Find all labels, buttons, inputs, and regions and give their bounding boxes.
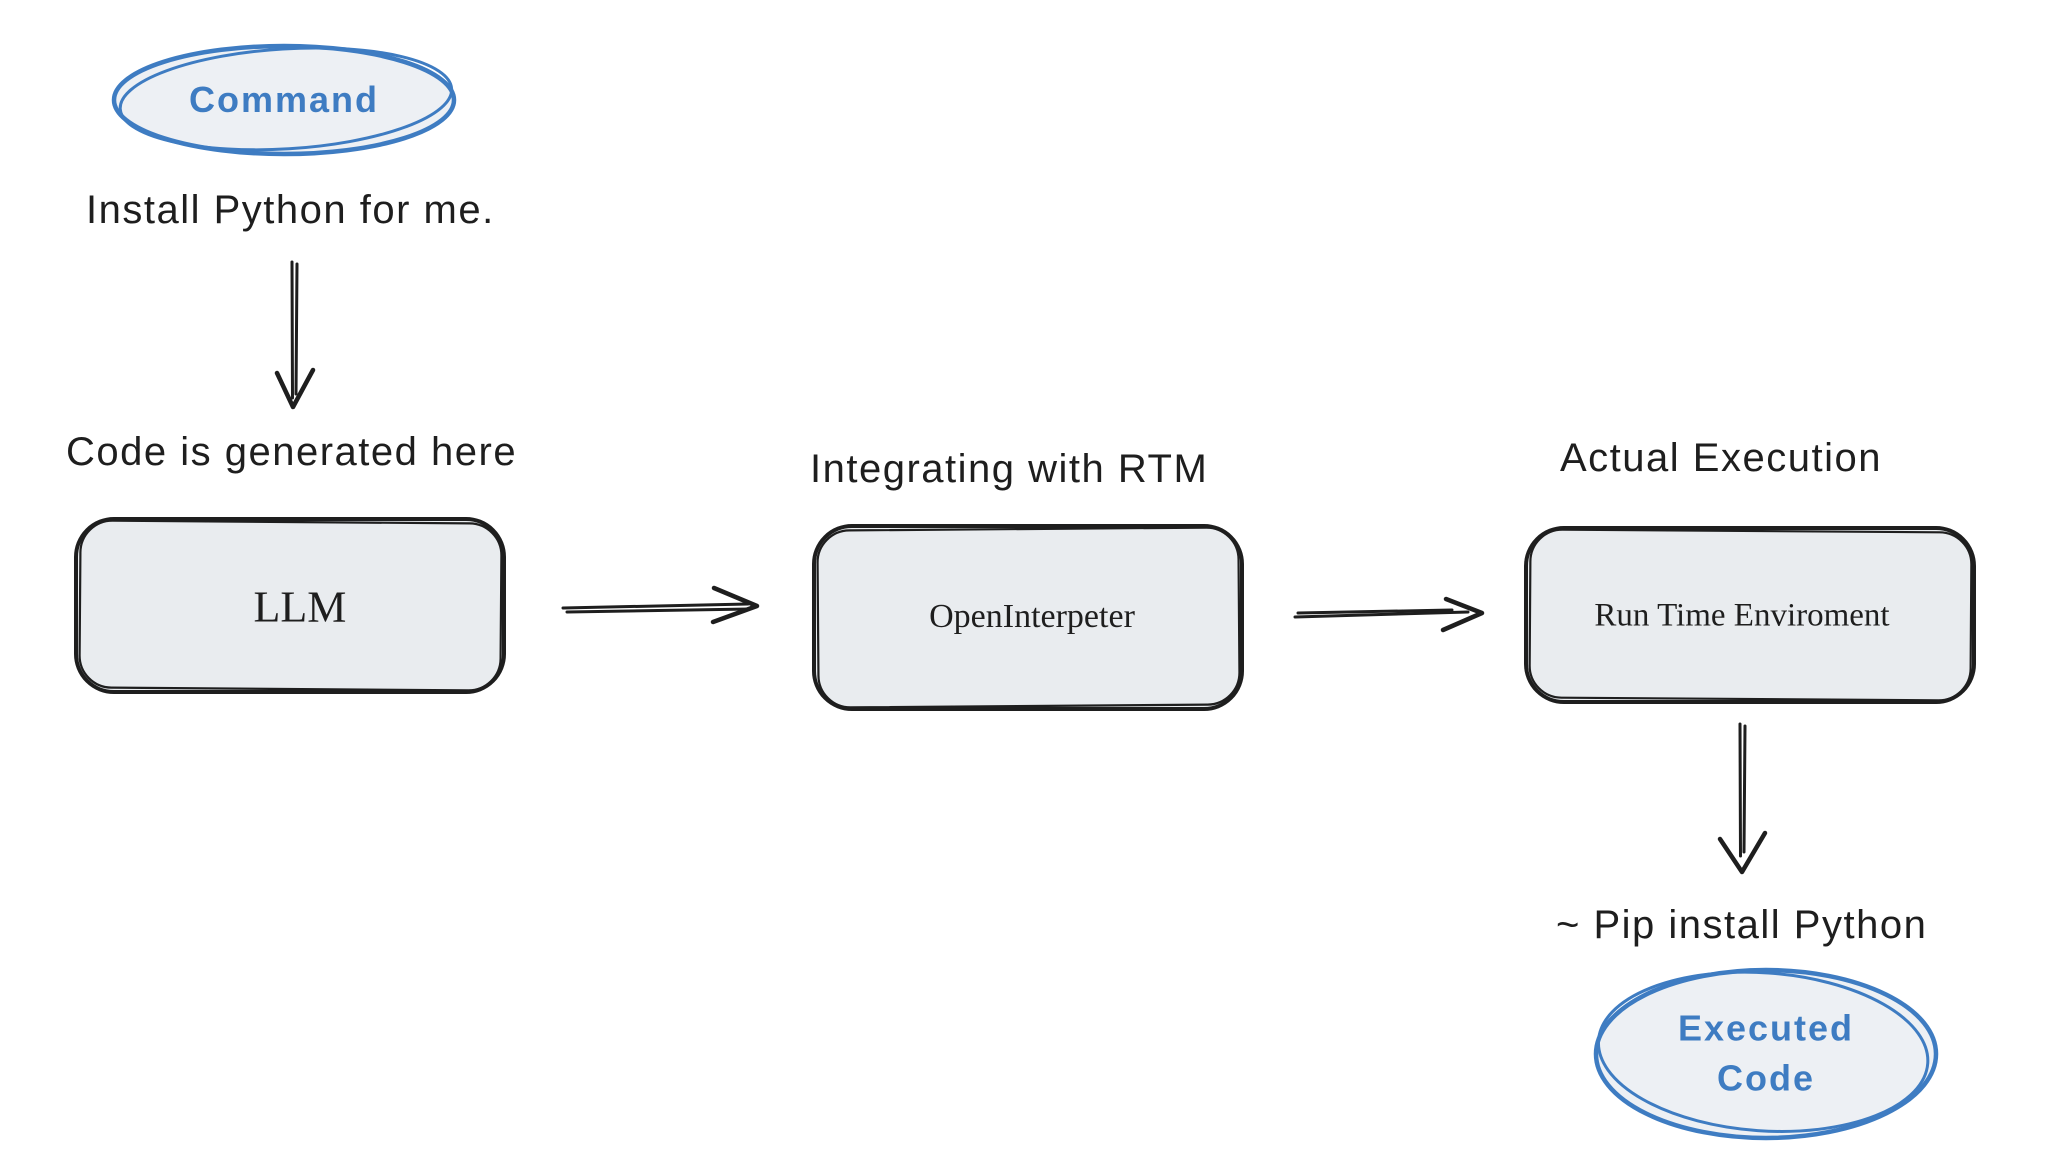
openinterpreter-node-shape [812, 524, 1244, 711]
runtime-label: Run Time Enviroment [1594, 597, 1890, 634]
executed-code-label: Executed Code [1678, 1003, 1854, 1102]
command-node-shape [111, 43, 457, 157]
openinterpreter-label: OpenInterpeter [929, 598, 1135, 635]
runtime-caption: Actual Execution [1560, 436, 1882, 480]
llm-label: LLM [253, 582, 347, 632]
executed-code-node-shape [1593, 967, 1939, 1141]
executed-code-line2: Code [1716, 1057, 1815, 1098]
arrow-openinterpreter-to-runtime [1293, 596, 1485, 633]
arrow-runtime-to-executed [1717, 722, 1768, 875]
llm-node-shape [74, 517, 506, 694]
llm-caption: Code is generated here [66, 430, 518, 474]
user-command-text: Install Python for me. [86, 188, 495, 232]
command-label: Command [188, 79, 380, 120]
runtime-node-shape [1524, 526, 1976, 704]
arrow-llm-to-openinterpreter [561, 585, 760, 625]
arrow-command-to-llm [274, 260, 316, 410]
pip-command-text: ~ Pip install Python [1556, 903, 1928, 947]
openinterpreter-caption: Integrating with RTM [810, 447, 1209, 491]
executed-code-line1: Executed [1677, 1007, 1855, 1049]
